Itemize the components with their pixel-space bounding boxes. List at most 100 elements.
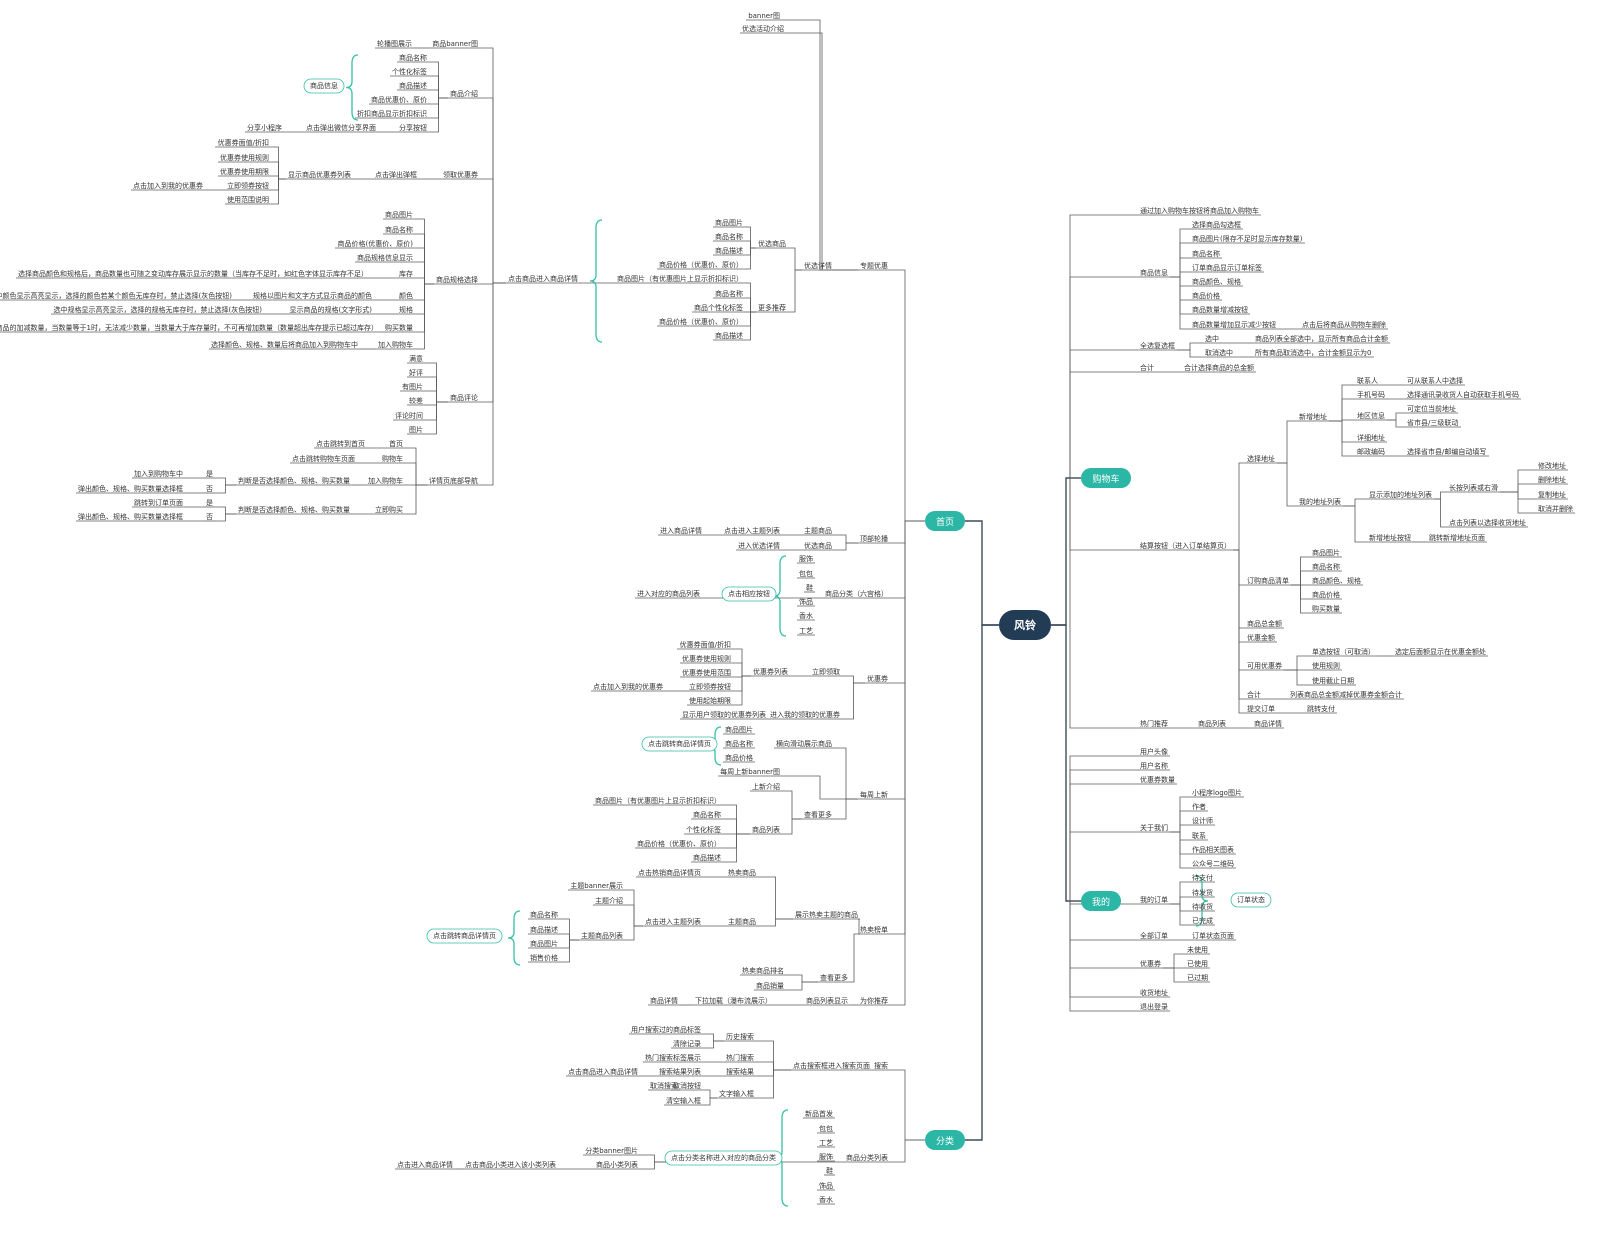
node-order-goods[interactable]: 订购商品清单	[1247, 576, 1289, 585]
node-mo2[interactable]: 待发货	[1192, 888, 1213, 897]
node-am-edit4[interactable]: 取消并删除	[1538, 504, 1573, 513]
node-ngm5[interactable]: 商品描述	[693, 853, 721, 862]
node-hc4[interactable]: 立即领券按钮	[689, 682, 731, 691]
node-b3-no-tip[interactable]: 弹出颜色、规格、购买数量选择框	[78, 484, 183, 493]
node-d-share-tip[interactable]: 点击弹出微信分享界面	[306, 123, 376, 132]
node-ng-banner[interactable]: 每周上新banner图	[720, 767, 780, 776]
node-b4-no[interactable]: 否	[206, 513, 213, 521]
node-s9-tip[interactable]: 选择颜色、规格、数量后将商品加入到购物车中	[211, 340, 358, 349]
node-s6[interactable]: 颜色	[399, 291, 413, 300]
node-hc5[interactable]: 使用起始期限	[689, 696, 731, 705]
node-ca2-tip[interactable]: 所有商品取消选中，合计金额显示为0	[1255, 348, 1371, 357]
node-b3-q[interactable]: 判断是否选择颜色、规格、购买数量	[238, 476, 350, 485]
node-six6[interactable]: 工艺	[799, 627, 813, 635]
node-cart-total[interactable]: 合计	[1140, 363, 1154, 372]
node-cat-sub-tip[interactable]: 点击商品小类进入该小类列表	[465, 1160, 556, 1169]
node-cat-sub[interactable]: 商品小类列表	[596, 1160, 638, 1169]
node-an2[interactable]: 手机号码	[1357, 390, 1385, 399]
node-ngm2[interactable]: 商品名称	[693, 810, 721, 819]
node-sc1-tip[interactable]: 选定后面额显示在优惠金额处	[1395, 647, 1486, 656]
node-g-price2[interactable]: 商品价格（优惠价、原价）	[659, 317, 743, 326]
node-hot-rec[interactable]: 热门推荐	[1140, 719, 1168, 728]
node-mo3[interactable]: 待收货	[1192, 902, 1213, 911]
node-am1[interactable]: 显示添加的地址列表	[1369, 490, 1432, 499]
node-s7[interactable]: 规格	[399, 305, 413, 314]
node-ht-goods2[interactable]: 商品描述	[530, 925, 558, 934]
node-sh3[interactable]: 热门搜索	[726, 1053, 754, 1062]
node-b4-yes[interactable]: 是	[206, 499, 213, 507]
node-ng-detail[interactable]: 点击跳转商品详情页	[648, 739, 711, 748]
node-catlist[interactable]: 商品分类列表	[846, 1153, 888, 1162]
node-hc-mine-tip[interactable]: 显示用户领取的优惠券列表	[682, 710, 766, 719]
node-am-edit1[interactable]: 修改地址	[1538, 461, 1566, 470]
node-d-info[interactable]: 商品信息	[310, 81, 338, 90]
node-hm1[interactable]: 热卖商品排名	[742, 966, 784, 975]
node-cg1[interactable]: 选择商品勾选框	[1192, 220, 1241, 229]
node-active-intro[interactable]: 优选活动介绍	[742, 24, 784, 33]
node-cart-all[interactable]: 全选复选框	[1140, 341, 1175, 350]
node-r4[interactable]: 较差	[409, 396, 423, 405]
node-hot-theme[interactable]: 主题商品	[728, 917, 756, 926]
node-ab3[interactable]: 设计师	[1192, 816, 1213, 825]
node-og4[interactable]: 商品价格	[1312, 590, 1340, 599]
node-d-discount[interactable]: 折扣商品显示折扣标识	[357, 109, 427, 118]
node-s-sum[interactable]: 合计	[1247, 690, 1261, 699]
node-b4-q[interactable]: 判断是否选择颜色、规格、购买数量	[238, 505, 350, 514]
node-an1-tip[interactable]: 可从联系人中选择	[1407, 376, 1463, 385]
node-sh6-tip[interactable]: 清空输入框	[666, 1096, 701, 1105]
node-six1[interactable]: 服饰	[799, 554, 813, 563]
node-ht1[interactable]: 主题banner展示	[570, 881, 623, 890]
node-an4[interactable]: 详细地址	[1357, 433, 1385, 442]
node-cat7[interactable]: 香水	[819, 1195, 833, 1204]
node-an5-tip[interactable]: 选择省市县/邮编自动填写	[1407, 447, 1486, 456]
node-six-tip[interactable]: 点击相应按钮	[728, 589, 770, 598]
node-cg7[interactable]: 商品数量增减按钮	[1192, 305, 1248, 314]
node-an1[interactable]: 联系人	[1357, 376, 1378, 385]
node-today-special[interactable]: 专题优惠	[860, 261, 888, 270]
node-addr[interactable]: 选择地址	[1247, 454, 1275, 463]
node-ngm1[interactable]: 商品图片（有优惠图片上显示折扣标识）	[595, 796, 721, 805]
node-b1-tip[interactable]: 点击跳转到首页	[316, 439, 365, 448]
node-cat6[interactable]: 饰品	[819, 1181, 833, 1190]
branch-cart[interactable]: 购物车	[1081, 468, 1131, 488]
node-d-banner[interactable]: 商品banner图	[432, 39, 478, 48]
node-ab2[interactable]: 作者	[1192, 802, 1206, 811]
node-cart-tip[interactable]: 通过加入购物车按钮将商品加入购物车	[1140, 206, 1259, 215]
node-sc3[interactable]: 使用截止日期	[1312, 676, 1354, 685]
node-an5[interactable]: 邮政编码	[1357, 447, 1385, 456]
node-c3[interactable]: 优惠券使用期限	[220, 167, 269, 176]
node-an3-tip2[interactable]: 省市县/三级联动	[1407, 418, 1458, 427]
node-d-tag[interactable]: 个性化标签	[392, 67, 427, 76]
node-am2[interactable]: 新增地址按钮	[1369, 533, 1411, 542]
node-ng-list[interactable]: 横向滑动展示商品	[776, 739, 832, 748]
node-hc3[interactable]: 优惠券使用范围	[682, 668, 731, 677]
node-rec-list[interactable]: 商品列表显示	[806, 996, 848, 1005]
node-ng2[interactable]: 商品名称	[725, 739, 753, 748]
node-mc3[interactable]: 已过期	[1187, 973, 1208, 982]
node-s-submit[interactable]: 提交订单	[1247, 704, 1275, 713]
node-allorder-tip[interactable]: 订单状态页面	[1192, 931, 1234, 940]
node-s7-tip[interactable]: 显示商品的规格(文字形式)	[290, 305, 373, 314]
node-hot-rec1[interactable]: 商品列表	[1198, 719, 1226, 728]
node-ng1[interactable]: 商品图片	[725, 725, 753, 734]
node-b1[interactable]: 首页	[389, 439, 403, 448]
node-s-sum-tip[interactable]: 列表商品总金额减掉优惠券金额合计	[1290, 690, 1402, 699]
node-hot-goods[interactable]: 热卖商品	[728, 868, 756, 877]
node-d-intro[interactable]: 商品介绍	[450, 89, 478, 98]
node-an3-tip[interactable]: 可定位当前地址	[1407, 404, 1456, 413]
node-goods-detail[interactable]: 优选详情	[804, 261, 832, 270]
node-hot-rec2[interactable]: 商品详情	[1254, 719, 1282, 728]
node-search-tip[interactable]: 点击搜索框进入搜索页面	[793, 1061, 870, 1070]
node-ngm3[interactable]: 个性化标签	[686, 825, 721, 834]
node-b4-yes-tip[interactable]: 跳转到订单页面	[134, 498, 183, 507]
node-enter-detail[interactable]: 点击商品进入商品详情	[508, 274, 578, 283]
node-b4[interactable]: 立即购买	[375, 505, 403, 514]
node-bottom[interactable]: 详情页底部导航	[429, 476, 478, 485]
node-cg8[interactable]: 商品数量增加显示减少按钮	[1192, 320, 1276, 329]
node-g-name1[interactable]: 商品名称	[715, 232, 743, 241]
node-rec-load[interactable]: 下拉加载（瀑布流展示）	[695, 996, 772, 1005]
node-six4[interactable]: 饰品	[799, 597, 813, 606]
node-addr-mine[interactable]: 我的地址列表	[1299, 497, 1341, 506]
node-b4-no-tip[interactable]: 弹出颜色、规格、购买数量选择框	[78, 512, 183, 521]
node-ab5[interactable]: 作品相关图表	[1192, 845, 1234, 854]
